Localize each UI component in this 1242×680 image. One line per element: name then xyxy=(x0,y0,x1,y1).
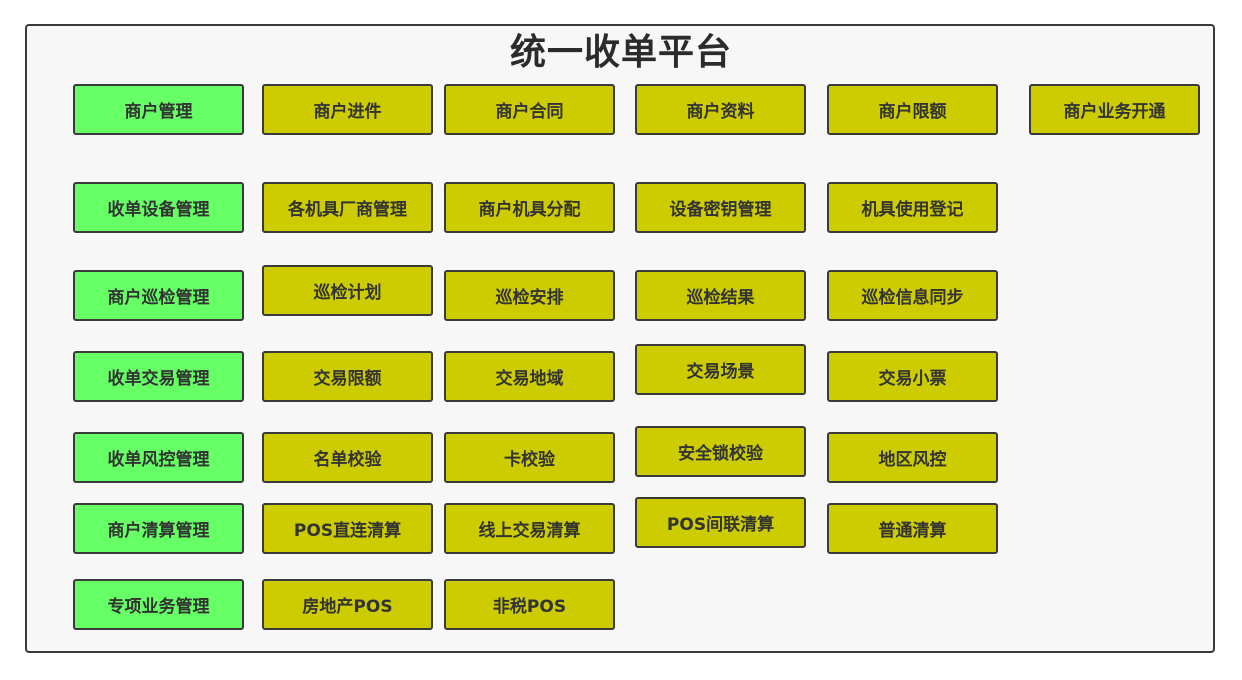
item-online-transaction-settlement[interactable]: 线上交易清算 xyxy=(444,503,615,554)
item-merchant-business-activation[interactable]: 商户业务开通 xyxy=(1029,84,1200,135)
item-transaction-region[interactable]: 交易地域 xyxy=(444,351,615,402)
item-merchant-contract[interactable]: 商户合同 xyxy=(444,84,615,135)
item-merchant-onboarding[interactable]: 商户进件 xyxy=(262,84,433,135)
group-merchant-management[interactable]: 商户管理 xyxy=(73,84,244,135)
group-merchant-inspection-management[interactable]: 商户巡检管理 xyxy=(73,270,244,321)
item-non-tax-pos[interactable]: 非税POS xyxy=(444,579,615,630)
diagram-title: 统一收单平台 xyxy=(509,32,732,73)
item-pos-indirect-settlement[interactable]: POS间联清算 xyxy=(635,497,806,548)
item-merchant-profile[interactable]: 商户资料 xyxy=(635,84,806,135)
item-regional-risk-control[interactable]: 地区风控 xyxy=(827,432,998,483)
item-pos-direct-settlement[interactable]: POS直连清算 xyxy=(262,503,433,554)
item-inspection-result[interactable]: 巡检结果 xyxy=(635,270,806,321)
item-real-estate-pos[interactable]: 房地产POS xyxy=(262,579,433,630)
item-vendor-management[interactable]: 各机具厂商管理 xyxy=(262,182,433,233)
item-inspection-schedule[interactable]: 巡检安排 xyxy=(444,270,615,321)
group-acquiring-device-management[interactable]: 收单设备管理 xyxy=(73,182,244,233)
item-device-allocation[interactable]: 商户机具分配 xyxy=(444,182,615,233)
item-transaction-scenario[interactable]: 交易场景 xyxy=(635,344,806,395)
item-transaction-receipt[interactable]: 交易小票 xyxy=(827,351,998,402)
item-inspection-info-sync[interactable]: 巡检信息同步 xyxy=(827,270,998,321)
item-general-settlement[interactable]: 普通清算 xyxy=(827,503,998,554)
item-card-verification[interactable]: 卡校验 xyxy=(444,432,615,483)
group-special-business-management[interactable]: 专项业务管理 xyxy=(73,579,244,630)
item-inspection-plan[interactable]: 巡检计划 xyxy=(262,265,433,316)
item-device-key-management[interactable]: 设备密钥管理 xyxy=(635,182,806,233)
group-acquiring-transaction-management[interactable]: 收单交易管理 xyxy=(73,351,244,402)
item-list-verification[interactable]: 名单校验 xyxy=(262,432,433,483)
group-acquiring-risk-control-management[interactable]: 收单风控管理 xyxy=(73,432,244,483)
item-merchant-limit[interactable]: 商户限额 xyxy=(827,84,998,135)
item-device-usage-registration[interactable]: 机具使用登记 xyxy=(827,182,998,233)
item-transaction-limit[interactable]: 交易限额 xyxy=(262,351,433,402)
group-merchant-settlement-management[interactable]: 商户清算管理 xyxy=(73,503,244,554)
item-security-lock-verification[interactable]: 安全锁校验 xyxy=(635,426,806,477)
